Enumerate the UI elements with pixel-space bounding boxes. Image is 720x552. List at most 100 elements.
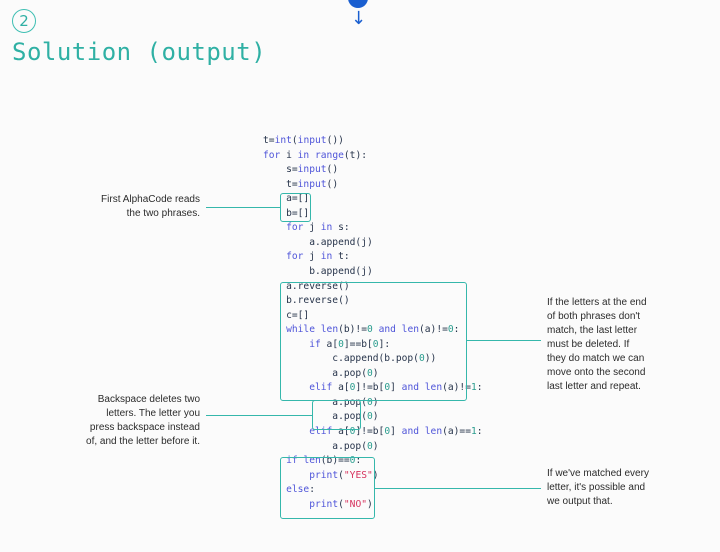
code-token: 0: [366, 367, 373, 379]
code-token: b.append(j): [263, 265, 373, 277]
code-token: (a)!=: [419, 324, 448, 336]
code-token: ): [372, 367, 379, 379]
code-token: a.pop(: [263, 440, 367, 452]
code-token: in: [297, 149, 310, 161]
code-token: (): [326, 178, 339, 190]
code-token: 0: [366, 396, 373, 408]
code-line: b.append(j): [263, 266, 373, 280]
code-token: len: [424, 382, 443, 394]
code-token: ()): [326, 135, 344, 146]
code-token: ): [372, 469, 379, 481]
code-token: a[: [332, 382, 350, 394]
code-token: ]:: [378, 338, 391, 350]
code-token: ]: [390, 382, 402, 394]
connector-output: [375, 488, 541, 489]
code-token: (: [291, 135, 298, 146]
code-line: a=[]: [263, 193, 309, 207]
code-line: for j in t:: [263, 251, 350, 265]
code-token: :: [476, 426, 483, 437]
code-token: and: [401, 426, 419, 437]
code-token: input: [297, 164, 327, 176]
code-line: if len(b)==0:: [263, 455, 361, 469]
code-token: (a)!=: [442, 382, 471, 394]
highlight-read-phrases: [280, 193, 311, 222]
code-line: a.append(j): [263, 237, 373, 251]
code-token: "NO": [343, 498, 367, 510]
code-token: (t):: [343, 149, 367, 161]
code-line: t=int(input()): [263, 135, 344, 149]
code-token: s=: [263, 164, 298, 176]
code-token: (): [326, 164, 339, 176]
code-token: 1: [471, 426, 477, 437]
code-token: a.reverse(): [263, 280, 350, 292]
code-token: 0: [384, 382, 391, 394]
arrow-down-icon: ↓: [351, 8, 367, 29]
code-line: s=input(): [263, 164, 338, 178]
code-line: a.pop(0): [263, 411, 379, 425]
code-token: 0: [349, 382, 356, 394]
code-token: ): [372, 396, 379, 408]
code-token: b=[]: [263, 207, 310, 219]
code-token: range: [315, 149, 344, 161]
code-token: t:: [332, 251, 350, 263]
code-line: c=[]: [263, 310, 309, 324]
code-token: "YES": [343, 469, 373, 481]
code-token: ]==b[: [343, 338, 373, 350]
code-token: )): [424, 353, 437, 365]
code-token: (: [338, 498, 344, 510]
code-token: and: [401, 382, 419, 394]
code-token: j: [303, 251, 321, 263]
code-token: len: [424, 426, 443, 437]
connector-read-phrases: [206, 207, 280, 208]
code-token: input: [297, 178, 327, 190]
code-line: b.reverse(): [263, 295, 350, 309]
note-output: If we've matched every letter, it's poss…: [547, 468, 649, 507]
code-token: ]!=b[: [355, 426, 385, 437]
code-line: print("NO"): [263, 499, 373, 513]
highlight-backspace: [312, 400, 361, 430]
code-token: 0: [418, 353, 425, 365]
code-line: for j in s:: [263, 222, 350, 236]
code-token: ): [372, 411, 379, 423]
code-token: input: [297, 135, 327, 146]
code-token: len: [401, 324, 419, 336]
note-backspace: Backspace deletes two letters. The lette…: [86, 394, 200, 447]
code-token: ]: [390, 426, 402, 437]
code-token: [263, 251, 286, 262]
code-token: (b)==: [320, 455, 350, 467]
code-line: b=[]: [263, 208, 309, 222]
note-read-phrases: First AlphaCode reads the two phrases.: [101, 194, 200, 219]
code-token: a.pop(: [263, 411, 367, 423]
code-token: if: [309, 338, 321, 350]
code-token: if: [286, 455, 298, 467]
code-token: print: [309, 469, 339, 481]
code-token: for: [286, 222, 304, 234]
code-token: in: [320, 222, 333, 234]
code-line: elif a[0]!=b[0] and len(a)==1:: [263, 426, 483, 440]
code-line: if a[0]==b[0]:: [263, 339, 390, 353]
code-token: :: [453, 324, 460, 336]
code-token: int: [274, 135, 292, 146]
code-token: len: [303, 455, 321, 467]
code-line: elif a[0]!=b[0] and len(a)!=1:: [263, 382, 482, 396]
code-token: [263, 222, 286, 233]
code-token: elif: [309, 382, 333, 394]
step-badge: 2: [12, 9, 36, 33]
code-token: 0: [447, 324, 454, 336]
code-token: 1: [471, 382, 477, 394]
code-line: t=input(): [263, 179, 338, 193]
code-token: 0: [349, 426, 356, 437]
code-token: i: [280, 149, 298, 161]
connector-match-loop: [467, 340, 541, 341]
code-token: (b)!=: [338, 324, 367, 336]
code-line: for i in range(t):: [263, 150, 367, 164]
code-token: else: [286, 484, 310, 496]
code-token: a[: [332, 426, 350, 437]
code-token: 0: [349, 455, 356, 467]
highlight-output: [280, 457, 375, 519]
page-title: Solution (output): [12, 38, 267, 66]
code-line: a.reverse(): [263, 281, 350, 295]
highlight-match-loop: [280, 282, 467, 401]
code-token: a.pop(: [263, 396, 367, 408]
code-token: b.reverse(): [263, 295, 350, 307]
